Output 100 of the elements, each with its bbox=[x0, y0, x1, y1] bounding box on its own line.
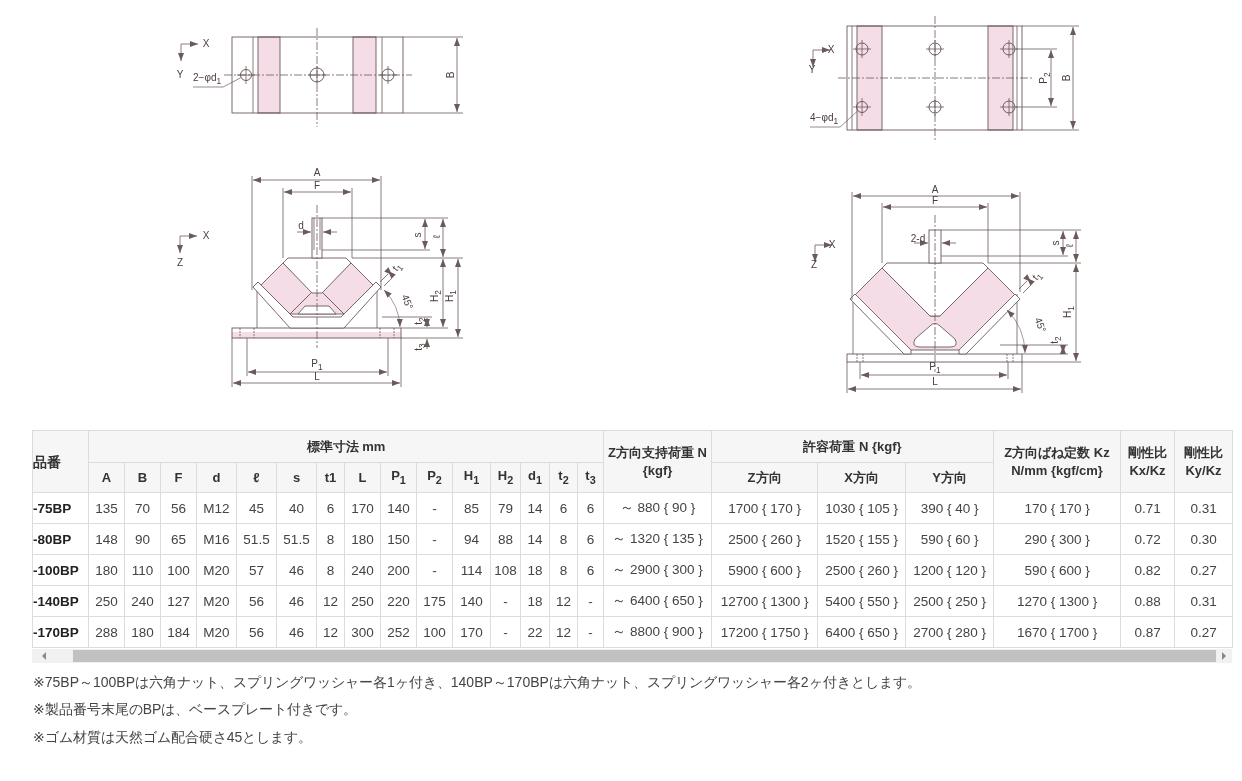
table-cell: 170 bbox=[344, 492, 381, 524]
leader-line bbox=[809, 110, 858, 128]
header-cell: 剛性比 Ky/Kz bbox=[1174, 430, 1233, 493]
table-cell: 12 bbox=[549, 616, 578, 648]
table-cell: 127 bbox=[160, 585, 197, 617]
header-cell: Z方向支持荷重 N {kgf} bbox=[603, 430, 712, 493]
dimension-label: 2-d bbox=[910, 234, 926, 244]
table-cell: - bbox=[577, 585, 604, 617]
table-cell: 88 bbox=[490, 523, 521, 555]
axis-label: Z bbox=[176, 258, 184, 268]
dimension-label: A bbox=[931, 185, 939, 195]
header-cell: Z方向 bbox=[711, 462, 818, 493]
table-cell: - bbox=[490, 585, 521, 617]
table-cell: 240 bbox=[344, 554, 381, 586]
table-cell: 12 bbox=[316, 585, 345, 617]
table-cell: - bbox=[416, 554, 453, 586]
dimension-label: L bbox=[314, 372, 320, 382]
dimension-label: s bbox=[1051, 240, 1061, 246]
table-cell: 200 bbox=[380, 554, 417, 586]
table-cell: ～ 6400 { 650 } bbox=[603, 585, 712, 617]
table-cell: -140BP bbox=[32, 585, 89, 617]
table-cell: 590 { 60 } bbox=[905, 523, 994, 555]
table-cell: M20 bbox=[196, 616, 237, 648]
table-cell: -100BP bbox=[32, 554, 89, 586]
table-cell: 90 bbox=[124, 523, 161, 555]
table-cell: 12 bbox=[316, 616, 345, 648]
table-cell: 8 bbox=[549, 523, 578, 555]
table-cell: 0.82 bbox=[1120, 554, 1175, 586]
table-cell: -170BP bbox=[32, 616, 89, 648]
table-cell: M20 bbox=[196, 585, 237, 617]
table-cell: 17200 { 1750 } bbox=[711, 616, 818, 648]
table-cell: 65 bbox=[160, 523, 197, 555]
table-cell: 0.27 bbox=[1174, 554, 1233, 586]
table-cell: 180 bbox=[88, 554, 125, 586]
header-cell: 品番 bbox=[32, 430, 89, 493]
header-cell: 標準寸法 mm bbox=[88, 430, 604, 463]
table-cell: - bbox=[416, 523, 453, 555]
table-cell: ～ 2900 { 300 } bbox=[603, 554, 712, 586]
table-cell: 6400 { 650 } bbox=[817, 616, 906, 648]
table-cell: 6 bbox=[549, 492, 578, 524]
table-cell: ～ 8800 { 900 } bbox=[603, 616, 712, 648]
dimension-label: B bbox=[1062, 74, 1072, 82]
table-cell: 6 bbox=[577, 523, 604, 555]
table-cell: 8 bbox=[549, 554, 578, 586]
table-cell: 56 bbox=[236, 585, 277, 617]
table-cell: 8 bbox=[316, 554, 345, 586]
table-cell: 14 bbox=[520, 492, 550, 524]
table-cell: 12700 { 1300 } bbox=[711, 585, 818, 617]
dimension-label: F bbox=[313, 181, 321, 191]
header-cell: 剛性比 Kx/Kz bbox=[1120, 430, 1175, 493]
table-cell: M12 bbox=[196, 492, 237, 524]
table-cell: - bbox=[416, 492, 453, 524]
table-cell: 51.5 bbox=[276, 523, 317, 555]
table-cell: 150 bbox=[380, 523, 417, 555]
table-cell: 0.30 bbox=[1174, 523, 1233, 555]
table-cell: 288 bbox=[88, 616, 125, 648]
angle-label: 45° bbox=[399, 293, 415, 311]
callout-text: 4−φd$_{1}$ bbox=[810, 112, 839, 127]
table-cell: 148 bbox=[88, 523, 125, 555]
axis-label: Y bbox=[808, 65, 816, 75]
table-cell: 14 bbox=[520, 523, 550, 555]
table-cell: 94 bbox=[452, 523, 491, 555]
table-cell: ～ 880 { 90 } bbox=[603, 492, 712, 524]
table-cell: 0.87 bbox=[1120, 616, 1175, 648]
table-cell: 0.88 bbox=[1120, 585, 1175, 617]
table-cell: 1270 { 1300 } bbox=[993, 585, 1121, 617]
table-cell: 6 bbox=[577, 492, 604, 524]
header-cell: Y方向 bbox=[905, 462, 994, 493]
header-cell: Z方向ばね定数 Kz N/mm {kgf/cm} bbox=[993, 430, 1121, 493]
table-cell: 590 { 600 } bbox=[993, 554, 1121, 586]
table-cell: 390 { 40 } bbox=[905, 492, 994, 524]
dimension-label: ℓ bbox=[1065, 244, 1075, 248]
note-text: ※製品番号末尾のBPは、ベースプレート付きです。 bbox=[33, 701, 358, 719]
leader-line bbox=[192, 77, 242, 88]
note-text: ※75BP～100BPは六角ナット、スプリングワッシャー各1ヶ付き、140BP～170BPは六角ナット、スプリングワッシャー各2ヶ付きとします。 bbox=[33, 674, 921, 692]
table-cell: 2500 { 260 } bbox=[711, 523, 818, 555]
dimension-label: F bbox=[931, 196, 939, 206]
table-cell: 0.72 bbox=[1120, 523, 1175, 555]
table-cell: 22 bbox=[520, 616, 550, 648]
table-cell: 5900 { 600 } bbox=[711, 554, 818, 586]
dimension-label: P$_{1}$ bbox=[311, 358, 323, 372]
table-cell: 180 bbox=[344, 523, 381, 555]
table-cell: 250 bbox=[344, 585, 381, 617]
table-cell: 85 bbox=[452, 492, 491, 524]
dimension-label: L bbox=[932, 377, 938, 387]
table-cell: 290 { 300 } bbox=[993, 523, 1121, 555]
dimension-label: P$_{1}$ bbox=[929, 361, 941, 375]
table-cell: 6 bbox=[577, 554, 604, 586]
table-cell: 51.5 bbox=[236, 523, 277, 555]
table-cell: 1030 { 105 } bbox=[817, 492, 906, 524]
table-cell: M20 bbox=[196, 554, 237, 586]
dimension-label: s bbox=[413, 232, 423, 238]
table-cell: 46 bbox=[276, 585, 317, 617]
table-cell: 56 bbox=[236, 616, 277, 648]
table-cell: 140 bbox=[452, 585, 491, 617]
table-cell: 0.27 bbox=[1174, 616, 1233, 648]
table-cell: 2500 { 260 } bbox=[817, 554, 906, 586]
table-cell: 135 bbox=[88, 492, 125, 524]
dimension-label: ℓ bbox=[432, 235, 442, 239]
table-cell: 8 bbox=[316, 523, 345, 555]
